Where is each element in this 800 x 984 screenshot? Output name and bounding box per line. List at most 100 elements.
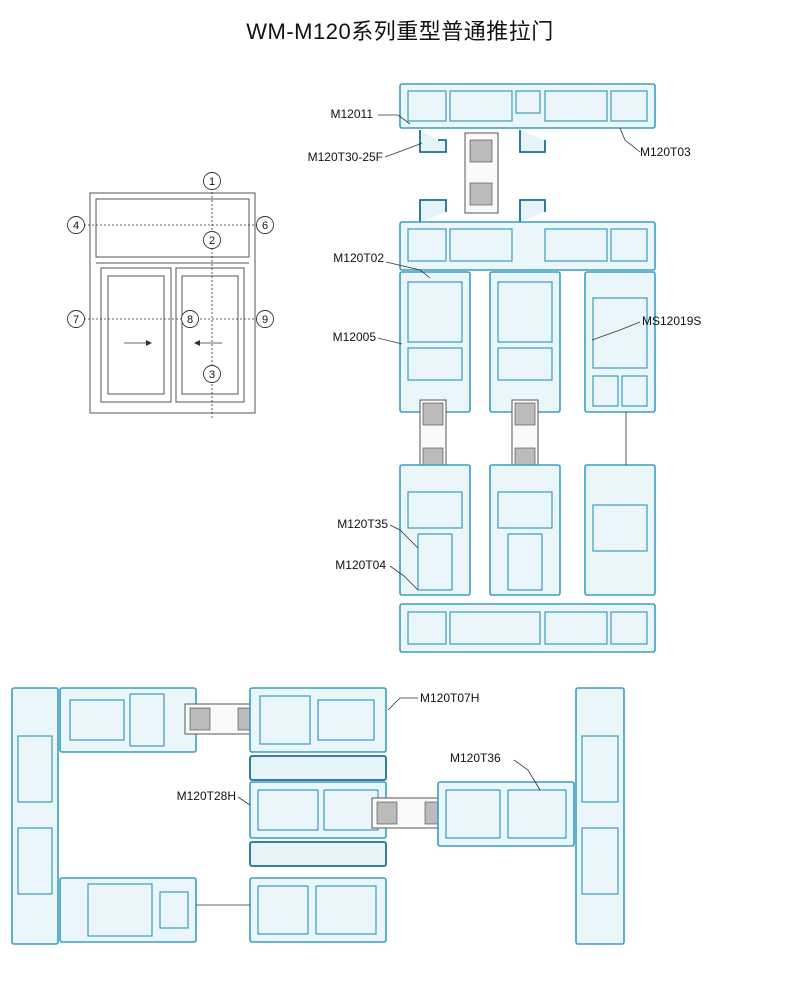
profile-m120t36-chamber-1 bbox=[445, 789, 501, 839]
profile-m120t28h-chamber-1 bbox=[257, 789, 319, 831]
profile-center-sash-bottom bbox=[249, 877, 387, 943]
profile-ms12019s-top-chamber-3 bbox=[621, 375, 648, 407]
label-m120t28h: M120T28H bbox=[177, 789, 236, 803]
marker-circle-3 bbox=[203, 365, 221, 383]
door-elevation: 1 2 3 4 6 7 8 9 bbox=[67, 172, 274, 420]
profile-sash-bottom-right bbox=[489, 464, 561, 596]
profile-m12011-chamber-1 bbox=[407, 90, 447, 122]
transom-gasket-bottom bbox=[469, 182, 493, 206]
profile-ms12019s-top bbox=[584, 271, 656, 413]
profile-m120t07h-chamber-1 bbox=[259, 695, 311, 745]
profile-m12005-left-chamber-2 bbox=[407, 347, 463, 381]
elevation-outer-frame bbox=[89, 192, 256, 414]
label-m120t02: M120T02 bbox=[333, 251, 384, 265]
slide-arrow-left-head bbox=[146, 340, 152, 346]
transom-gasket-top bbox=[469, 139, 493, 163]
profile-left-sash-bottom-chamber-1 bbox=[87, 883, 153, 937]
leader-m120t07h bbox=[387, 697, 418, 711]
profile-m120t02-chamber-1 bbox=[407, 228, 447, 262]
profile-interlock-top bbox=[249, 755, 387, 781]
vertical-section: M12011 M120T30-25F M120T03 M120T02 MS120… bbox=[308, 83, 701, 653]
label-m120t36: M120T36 bbox=[450, 751, 501, 765]
profile-m12005-left-chamber bbox=[407, 281, 463, 343]
profile-sash-bottom-right-chamber bbox=[497, 491, 553, 529]
profile-m12005-right-chamber-2 bbox=[497, 347, 553, 381]
profile-ms12019s-bottom bbox=[584, 464, 656, 596]
transom-bead-left bbox=[419, 199, 447, 222]
profile-right-jamb-chamber-1 bbox=[581, 735, 619, 803]
profile-left-jamb bbox=[11, 687, 59, 945]
profile-m120t02-chamber-4 bbox=[610, 228, 648, 262]
slide-arrow-right-head bbox=[194, 340, 200, 346]
profile-m12011-chamber-3 bbox=[544, 90, 608, 122]
profile-m12011-chamber-2 bbox=[449, 90, 513, 122]
profile-bottom-track-chamber-3 bbox=[544, 611, 608, 645]
marker-circle-7 bbox=[67, 310, 85, 328]
leader-m120t28h bbox=[237, 796, 251, 806]
sash-gasket-left-top bbox=[422, 402, 444, 426]
marker-1: 1 bbox=[209, 176, 215, 188]
leader-m12011 bbox=[378, 114, 411, 125]
marker-circle-4 bbox=[67, 216, 85, 234]
marker-3: 3 bbox=[209, 369, 215, 381]
profile-left-sash-top-chamber-2 bbox=[129, 693, 165, 747]
label-ms12019s: MS12019S bbox=[642, 314, 701, 328]
profile-m120t36 bbox=[437, 781, 575, 847]
profile-m12011-chamber-4 bbox=[610, 90, 648, 122]
profile-bottom-track-chamber-2 bbox=[449, 611, 541, 645]
profile-m120t07h-chamber-2 bbox=[317, 699, 375, 741]
label-m12005: M12005 bbox=[333, 330, 377, 344]
leader-m120t03 bbox=[619, 127, 641, 153]
profile-m120t36-chamber-2 bbox=[507, 789, 567, 839]
label-m120t30-25f: M120T30-25F bbox=[308, 150, 383, 164]
profile-bottom-track-chamber-1 bbox=[407, 611, 447, 645]
elevation-left-sash bbox=[100, 267, 172, 403]
elevation-right-sash bbox=[175, 267, 245, 403]
marker-6: 6 bbox=[262, 220, 268, 232]
horizontal-section: M120T07H M120T36 M120T28H bbox=[11, 687, 625, 945]
profile-m120t04-right bbox=[507, 533, 543, 591]
page-title: WM-M120系列重型普通推拉门 bbox=[246, 19, 554, 44]
marker-circle-2 bbox=[203, 231, 221, 249]
profile-right-jamb-chamber-2 bbox=[581, 827, 619, 895]
profile-m120t02-chamber-3 bbox=[544, 228, 608, 262]
marker-4: 4 bbox=[73, 220, 79, 232]
profile-sash-bottom-left bbox=[399, 464, 471, 596]
profile-ms12019s-bottom-chamber bbox=[592, 504, 648, 552]
marker-8: 8 bbox=[187, 314, 193, 326]
profile-left-sash-bottom bbox=[59, 877, 197, 943]
marker-circle-9 bbox=[256, 310, 274, 328]
leader-m12005 bbox=[377, 337, 403, 345]
profile-ms12019s-top-chamber-2 bbox=[592, 375, 619, 407]
profile-ms12019s-top-chamber bbox=[592, 297, 648, 369]
leader-m120t35 bbox=[389, 524, 419, 549]
marker-circle-8 bbox=[181, 310, 199, 328]
elevation-transom bbox=[95, 198, 250, 258]
profile-left-jamb-chamber-1 bbox=[17, 735, 53, 803]
profile-left-sash-top bbox=[59, 687, 197, 753]
profile-right-jamb bbox=[575, 687, 625, 945]
profile-m12005-right-chamber bbox=[497, 281, 553, 343]
profile-left-jamb-chamber-2 bbox=[17, 827, 53, 895]
marker-circle-1 bbox=[203, 172, 221, 190]
label-m120t07h: M120T07H bbox=[420, 691, 479, 705]
profile-left-sash-top-chamber-1 bbox=[69, 699, 125, 741]
profile-left-sash-bottom-chamber-2 bbox=[159, 891, 189, 929]
label-m12011: M12011 bbox=[331, 107, 374, 121]
profile-m120t04-left bbox=[417, 533, 453, 591]
transom-bead-right bbox=[519, 199, 546, 222]
profile-center-sash-bottom-chamber-2 bbox=[315, 885, 377, 935]
leader-m120t02 bbox=[385, 261, 431, 279]
label-m120t04: M120T04 bbox=[335, 558, 386, 572]
marker-2: 2 bbox=[209, 235, 215, 247]
label-m120t35: M120T35 bbox=[337, 517, 388, 531]
elevation-right-glass bbox=[181, 275, 239, 395]
profile-center-sash-bottom-chamber-1 bbox=[257, 885, 309, 935]
leader-ms12019s bbox=[591, 321, 641, 341]
profile-m12011-chamber-5 bbox=[515, 90, 541, 114]
leader-m120t30-25f bbox=[384, 142, 423, 158]
profile-bottom-track-chamber-4 bbox=[610, 611, 648, 645]
profile-interlock-bottom bbox=[249, 841, 387, 867]
